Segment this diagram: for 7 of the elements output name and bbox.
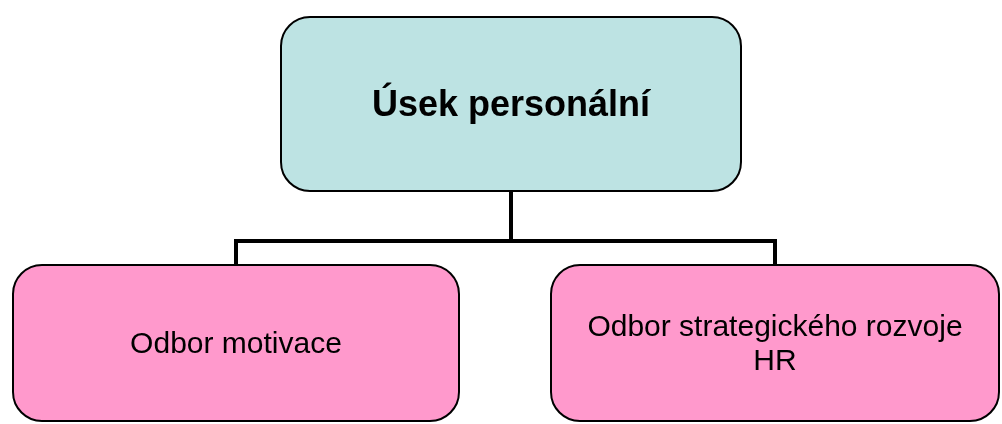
connector-line: [509, 192, 777, 264]
department-box: [280, 16, 742, 192]
label-text: Odbor motivace: [129, 326, 343, 360]
division-box: [12, 264, 460, 422]
label-text: Odbor strategického rozvoje HR: [586, 309, 964, 377]
heading-text: Úsek personální: [370, 83, 652, 125]
division-box: [550, 264, 1000, 422]
